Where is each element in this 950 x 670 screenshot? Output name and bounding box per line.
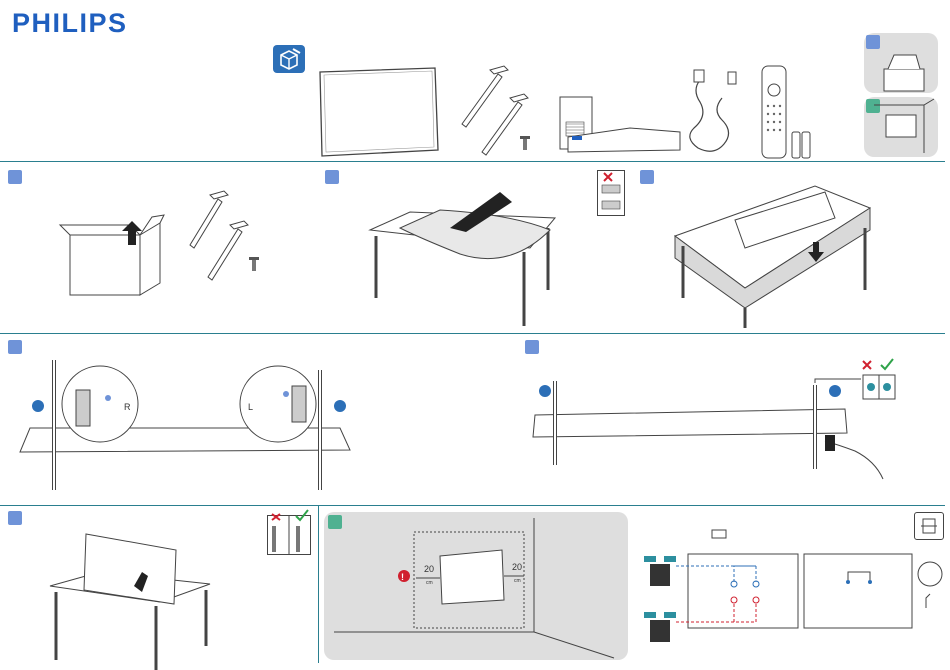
vesa-mount-diagram [640, 528, 940, 638]
stand-orientation-icon [267, 515, 311, 555]
clearance-left: 20 [424, 564, 434, 574]
clearance-right-unit: cm [514, 578, 521, 584]
step-badge-2 [325, 170, 339, 184]
contents-illustration [310, 40, 870, 160]
warning-icon: ! [401, 572, 404, 582]
stand-label-right: R [124, 402, 131, 412]
tv-facedown-illustration [675, 178, 905, 338]
step-badge-6 [8, 511, 22, 525]
unboxing-illustration [60, 175, 300, 315]
stand-option-panel [864, 33, 938, 93]
check-icon [881, 359, 893, 369]
wall-option-panel [864, 97, 938, 157]
tv-on-table-illustration [50, 520, 250, 670]
stand-label-left: L [248, 402, 253, 412]
stand-attach-illustration: R L [20, 340, 360, 500]
philips-logo: PHILIPS [12, 8, 128, 39]
table-cover-illustration [370, 178, 590, 328]
clearance-left-unit: cm [426, 580, 433, 586]
clearance-right: 20 [512, 562, 522, 572]
cross-icon [863, 361, 871, 369]
box-open-icon [273, 45, 305, 73]
step-badge-1 [8, 170, 22, 184]
wall-mount-panel: ! 20 cm 20 cm [324, 512, 628, 660]
warning-table-icon [597, 170, 625, 216]
stand-secure-illustration [525, 345, 905, 495]
step-badge-3 [640, 170, 654, 184]
